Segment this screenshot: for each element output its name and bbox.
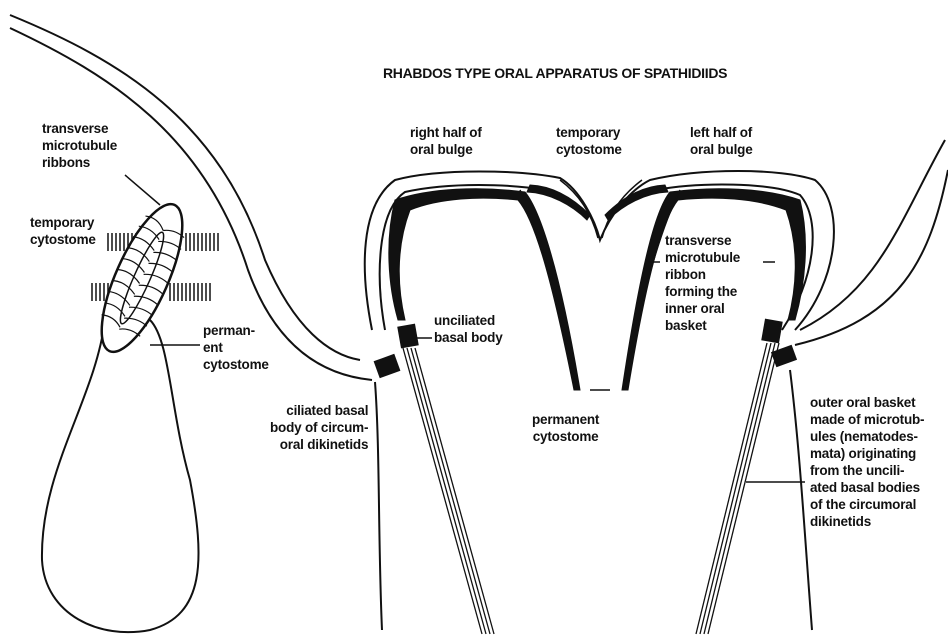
label-permanent-cytostome-center: permanent cytostome <box>532 411 599 445</box>
unciliated-basal-body-left <box>397 324 419 349</box>
oral-bulge-outline <box>365 140 948 630</box>
label-unciliated-basal-body: unciliated basal body <box>434 312 503 346</box>
label-temporary-cytostome-center: temporary cytostome <box>556 124 622 158</box>
label-inner-oral-basket: transverse microtubule ribbon forming th… <box>665 232 740 334</box>
right-cell-edge <box>790 370 812 630</box>
label-transverse-microtubule-ribbons: transverse microtubule ribbons <box>42 120 117 171</box>
cell-outline-outer <box>10 15 360 360</box>
small-cell-overview <box>10 15 382 632</box>
ciliated-basal-body-right <box>771 345 797 368</box>
right-outer-membrane <box>800 140 945 330</box>
nematodesmata-left <box>403 348 494 634</box>
cell-outline-inner <box>10 28 372 380</box>
diagram-title: RHABDOS TYPE ORAL APPARATUS OF SPATHIDII… <box>383 65 727 82</box>
cell-body <box>42 320 199 632</box>
label-right-half-oral-bulge: right half of oral bulge <box>410 124 482 158</box>
label-temporary-cytostome-left: temporary cytostome <box>30 214 96 248</box>
unciliated-basal-body-right <box>761 319 783 344</box>
inner-oral-basket-ribbons <box>389 185 806 390</box>
cell-body-right-edge <box>375 382 382 630</box>
ciliated-basal-body-left <box>374 354 401 378</box>
label-ciliated-basal-body: ciliated basal body of circum- oral diki… <box>270 402 368 453</box>
temporary-cytostome-lines <box>520 180 680 390</box>
label-outer-oral-basket: outer oral basket made of microtub- ules… <box>810 394 924 530</box>
label-left-half-oral-bulge: left half of oral bulge <box>690 124 753 158</box>
label-permanent-cytostome-left: perman- ent cytostome <box>203 322 269 373</box>
nematodesmata-right <box>696 343 779 634</box>
rhabdos-overview <box>86 194 199 361</box>
transverse-ribbons-pointer <box>125 175 160 205</box>
